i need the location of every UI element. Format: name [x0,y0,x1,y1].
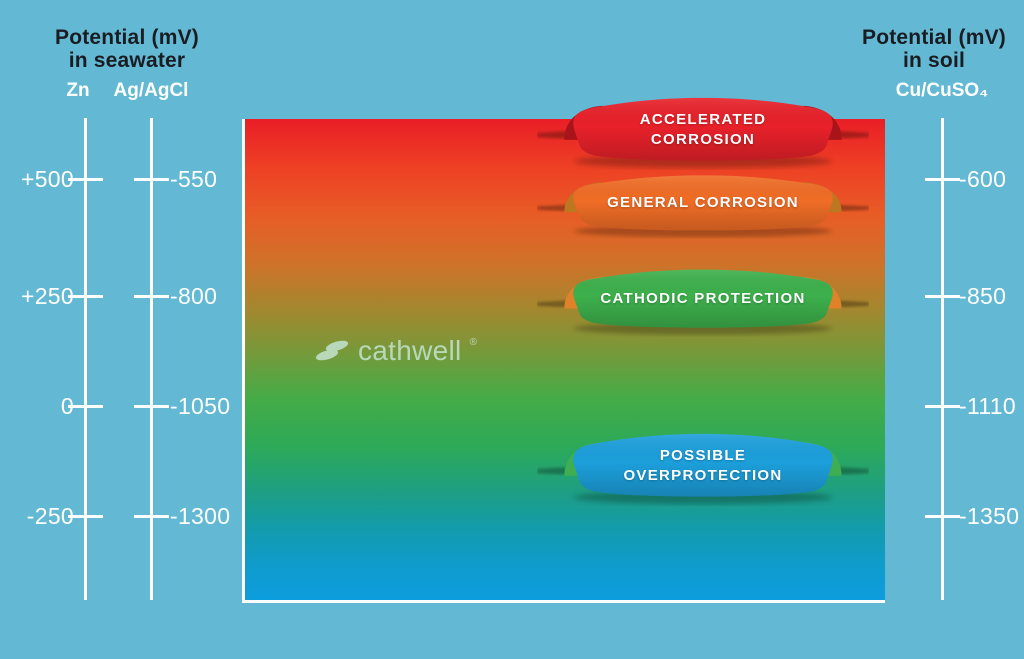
ag-agcl-tick [134,178,169,181]
ag-agcl-tick-label: -1300 [170,503,231,529]
zn-tick [68,178,103,181]
ribbon-banner-shade [573,433,833,497]
cathwell-logo: cathwell ® [315,335,477,367]
ribbon-shape [537,97,869,169]
ribbon-banner-shade [573,269,833,328]
cu-cuso4-tick [925,405,960,408]
registered-trademark-icon: ® [469,336,477,348]
ribbon-label: CATHODIC PROTECTION [537,266,869,342]
cu-cuso4-tick-label: -600 [959,166,1007,192]
cu-cuso4-tick [925,295,960,298]
cu-cuso4-tick-label: -1350 [959,503,1020,529]
zn-tick-label: -250 [26,503,74,529]
ag-agcl-scale-axis [150,118,153,600]
cu-cuso4-tick-label: -1110 [959,393,1016,419]
ribbon-accelerated-corrosion: ACCELERATED CORROSION [537,94,869,176]
scale-label-cu-cuso4: Cu/CuSO₄ [895,80,989,101]
ribbon-label-line1: CATHODIC PROTECTION [600,290,806,307]
ribbon-general-corrosion: GENERAL CORROSION [537,172,869,244]
ag-agcl-tick-label: -1050 [170,393,231,419]
zn-tick-label: +250 [20,283,74,309]
zn-tick-label: +500 [20,166,74,192]
cu-cuso4-scale-axis [941,118,944,600]
ribbon-shape [537,175,869,238]
title-soil: Potential (mV) in soil [842,26,1024,72]
ribbon-label-line2: OVERPROTECTION [623,467,783,484]
ribbon-shape [537,433,869,505]
title-seawater-line2: in seawater [68,49,186,72]
cu-cuso4-tick [925,515,960,518]
ribbon-label-line1: POSSIBLE [659,447,747,464]
title-soil-line2: in soil [902,49,966,72]
ag-agcl-tick-label: -550 [170,166,218,192]
ribbon-label: ACCELERATED CORROSION [537,94,869,176]
scale-label-ag-agcl: Ag/AgCl [113,80,189,101]
ribbon-cathodic-protection: CATHODIC PROTECTION [537,266,869,342]
title-seawater-line1: Potential (mV) [55,26,199,49]
cathwell-leaf-icon [315,340,349,361]
cu-cuso4-tick-label: -850 [959,283,1007,309]
ribbon-banner-shade [573,175,833,231]
zn-tick [68,515,103,518]
ribbon-label-line2: CORROSION [650,131,756,148]
ribbon-possible-overprotection: POSSIBLE OVERPROTECTION [537,430,869,512]
zn-scale-axis [84,118,87,600]
ribbon-label-line1: ACCELERATED [639,111,767,128]
ribbon-label: POSSIBLE OVERPROTECTION [537,430,869,512]
zn-tick [68,295,103,298]
ag-agcl-tick [134,515,169,518]
ribbon-banner-shade [573,97,833,161]
cathwell-logo-text: cathwell [358,335,462,366]
ribbon-label-line1: GENERAL CORROSION [607,194,799,211]
ribbon-shape [537,269,869,335]
ag-agcl-tick [134,295,169,298]
cu-cuso4-tick [925,178,960,181]
zn-tick [68,405,103,408]
ag-agcl-tick-label: -800 [170,283,218,309]
title-soil-line1: Potential (mV) [862,26,1006,49]
scale-label-zn: Zn [66,80,90,101]
ag-agcl-tick [134,405,169,408]
zn-tick-label: 0 [60,393,74,419]
ribbon-label: GENERAL CORROSION [537,172,869,244]
title-seawater: Potential (mV) in seawater [32,26,222,72]
